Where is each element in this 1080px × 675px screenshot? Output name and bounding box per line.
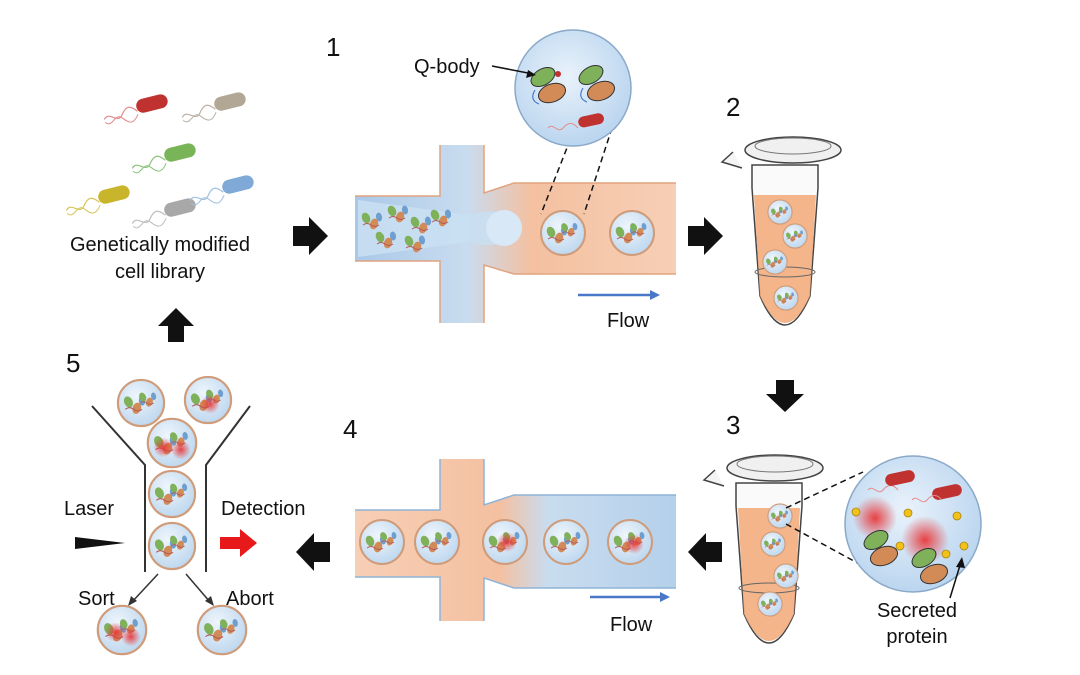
detection-label: Detection [221,498,306,520]
secretion-zoom-circle [844,455,982,593]
droplet [610,211,654,255]
abort-label: Abort [226,588,274,610]
bacterium-icon [65,185,130,216]
droplet-generator-chip [355,145,676,323]
flow-label-top: Flow [607,310,650,332]
droplet [149,471,195,517]
droplet-sorter [91,377,251,654]
microcentrifuge-tube-icon [720,136,842,326]
library-label-line1: Genetically modified [70,234,250,256]
sort-label: Sort [78,588,115,610]
droplet [198,606,246,654]
bacterium-icon [131,143,196,174]
droplet [185,377,231,423]
droplet [98,606,146,654]
bacterium-icon [131,198,196,229]
microcentrifuge-tube-icon [702,454,824,644]
bacterium-icon [103,94,168,125]
block-arrow-icon [296,533,330,571]
block-arrow-icon [158,308,194,342]
cell-library: Genetically modified cell library [65,92,254,283]
step-number-4: 4 [343,414,357,444]
secreted-label-line2: protein [886,626,947,648]
bacterium-icon [181,92,246,123]
reinjection-chip [355,459,676,621]
qbody-zoom-circle [514,29,632,147]
detection-arrow-icon [220,529,257,557]
secreted-label-line1: Secreted [877,600,957,622]
droplet [541,211,585,255]
droplet [483,520,527,564]
bacterium-icon [189,175,254,206]
block-arrow-icon [293,217,328,255]
flow-label-bottom: Flow [610,614,653,636]
droplet [360,520,404,564]
droplet [608,520,652,564]
droplet [415,520,459,564]
droplet [118,380,164,426]
block-arrow-icon [688,533,722,571]
step-number-2: 2 [726,92,740,122]
laser-beam-icon [75,537,125,549]
library-label-line2: cell library [115,261,205,283]
qbody-label: Q-body [414,56,480,78]
block-arrow-icon [688,217,723,255]
droplet [149,523,195,569]
droplet [544,520,588,564]
step-number-3: 3 [726,410,740,440]
droplet [148,419,196,467]
step-number-5: 5 [66,348,80,378]
block-arrow-icon [766,380,804,412]
step-number-1: 1 [326,32,340,62]
laser-label: Laser [64,498,114,520]
